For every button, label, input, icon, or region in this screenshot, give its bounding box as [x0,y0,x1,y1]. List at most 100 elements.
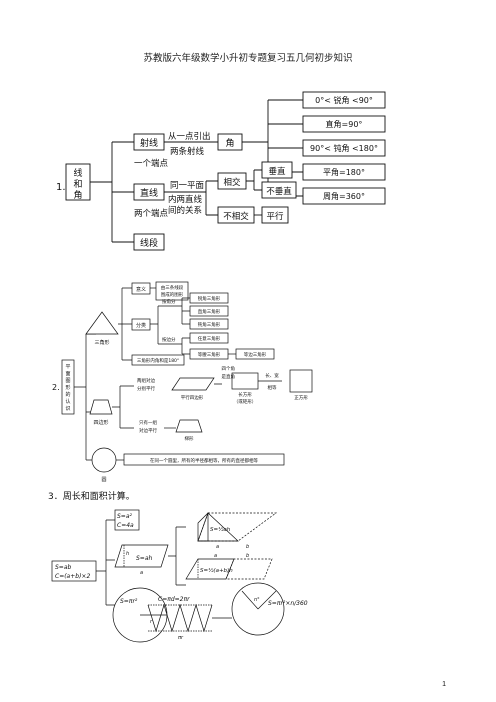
rect-perim: C=(a+b)×2 [55,573,90,580]
equilateral-tri-label: 等边三角形 [244,351,267,358]
scalene-tri-label: 任意三角形 [198,335,221,342]
not-intersect-label: 不相交 [223,211,249,222]
right-tri-box [189,305,229,317]
para-a: a [140,570,143,576]
two-pairs-2: 分别平行 [137,385,155,392]
classify-label: 分类 [136,322,146,329]
acute-box [302,91,386,109]
ray-label: 射线 [140,137,158,149]
circle-desc-box [123,453,285,466]
isosceles-tri-label: 等腰三角形 [198,351,221,358]
perpendicular-label: 垂直 [268,166,286,177]
parallel-label: 平行 [266,211,284,222]
equilateral-tri-box [235,348,275,360]
angle-label: 角 [225,137,234,149]
def-text-1: 由三条线段 [161,284,184,291]
perpendicular-box [261,161,293,179]
by-angle-label: 按角分 [162,298,176,305]
one-pair-2: 对边平行 [139,427,157,434]
acute-tri-box [189,292,229,304]
root-label-2: 和 [73,179,82,190]
section3-heading: 3．周长和面积计算。 [48,492,135,502]
trap-area: S=½(a+b)h [200,567,233,574]
trapezoid-root-shape [89,399,113,415]
triangle-shape [85,311,119,335]
circle-desc: 在同一个圆里，所有的半径都相等，所有的直径都相等 [150,457,258,464]
quad-label: 四边形 [93,419,108,426]
section2-number: 2. [52,383,60,392]
right-label: 直角=90° [326,119,363,129]
angle-sum-box [131,354,185,366]
trap-b: b [246,553,249,559]
one-endpoint-label: 一个端点 [134,158,169,169]
para-h: h [126,551,129,557]
parallelogram-shape [171,377,215,391]
section1-number: 1. [56,182,66,193]
def-text-box [155,281,189,301]
para-shape [114,544,169,568]
root-box [65,163,91,201]
right-tri-label: 直角三角形 [198,308,221,315]
sector-n: n° [254,597,260,603]
right-box [302,115,386,133]
parallelogram-label: 平行四边形 [181,394,204,401]
page-number: 1 [442,681,446,688]
obtuse-tri-box [189,318,229,330]
circle-shape [91,447,117,473]
segment-box [133,233,165,251]
same-plane-label: 同一平面 [170,181,205,191]
one-pair-1: 只有一组 [139,419,157,426]
four-right-2: 是直角 [222,373,236,380]
angle-sum-label: 三角形内角和是180° [137,357,179,364]
tri-a: a [216,544,219,550]
para-dashed [197,512,278,542]
root-label-1: 线 [73,167,82,179]
triangle-label: 三角形 [94,339,109,346]
parallel-box [261,206,289,224]
straight-label: 平角=180° [323,167,365,177]
definition-label: 意义 [136,286,146,293]
scalene-tri-box [189,332,229,344]
figures-root-label: 平面图形的认识 [65,364,70,412]
length-width-1: 长、宽 [265,372,279,379]
classify-box [131,318,151,331]
square-area: S=a² [117,513,133,520]
trap-dashed [225,558,273,580]
square-shape [289,369,313,393]
segment-label: 线段 [140,237,158,249]
circle-area: S=πr² [120,598,138,605]
from-point-label: 从一点引出 [168,131,211,142]
sector-area: S=πr²×n/360 [268,600,308,607]
rectangle-label-2: （或矩形） [234,398,257,405]
square-label: 正方形 [294,394,308,401]
two-rays-label: 两条射线 [170,146,205,157]
round-label: 周角=360° [323,191,365,201]
trapezoid-shape [175,419,203,433]
plane-figures-diagram: 2. 平面图形的认识 三角形 四边形 圆 意义 由三条线段 围成的图形 分类 按… [52,281,313,483]
tri-shape-2 [197,512,239,542]
sector-edges [241,590,277,610]
circle-r: r [150,619,153,625]
rect-area: S=ab [55,564,72,571]
by-side-label: 按边分 [162,336,176,343]
page-title: 苏教版六年级数学小升初专题复习五几何初步知识 [143,53,353,64]
trap-a: a [214,553,217,559]
definition-box [131,282,151,295]
obtuse-tri-label: 钝角三角形 [198,321,221,328]
lines-angles-diagram: 1. 线 和 角 射线 直线 线段 从一点引出 两条射线 角 一个端点 两个端点… [56,91,386,251]
para-area: S=ah [136,555,153,562]
two-endpoints-label: 两个端点 [134,208,169,219]
circle-zigzag [147,603,213,633]
root-label-3: 角 [73,189,82,201]
obtuse-box [302,139,386,157]
circle-pir: πr [178,635,184,641]
circle-label: 圆 [101,477,106,483]
circle-perim: C=πd=2πr [158,596,190,603]
round-box [302,187,386,205]
intersect-label: 相交 [223,177,241,188]
relation-label-2: 间的关系 [168,205,202,216]
relation-label-1: 内两直线 [168,194,203,205]
rectangle-shape [231,372,259,390]
not-perpendicular-label: 不垂直 [266,186,292,197]
acute-label: 0°< 锐角 <90° [315,95,373,105]
